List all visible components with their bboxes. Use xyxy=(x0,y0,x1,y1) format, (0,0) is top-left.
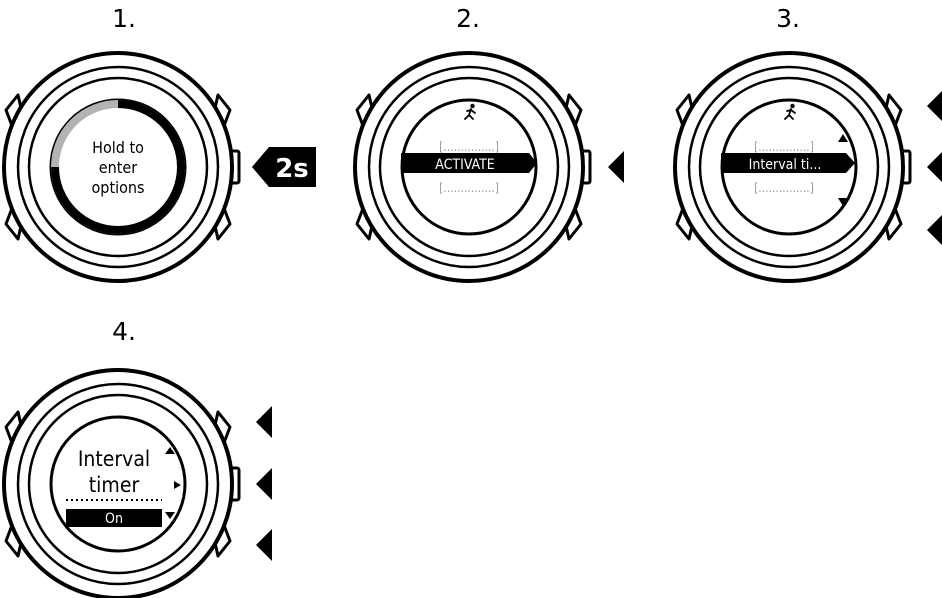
watch-step-1: Hold to enter options xyxy=(2,51,241,283)
menu-selection-bar xyxy=(401,153,537,173)
setting-title-line-2: timer xyxy=(89,473,140,497)
triangle-down-icon xyxy=(165,512,175,519)
triangle-right-icon xyxy=(174,481,181,489)
placeholder-top: [...............] xyxy=(754,140,814,154)
watch-step-4: Interval timer On xyxy=(2,368,241,598)
screen-line-2: enter xyxy=(99,158,137,177)
menu-selection-bar xyxy=(721,153,855,173)
triangle-left-arrow-icon xyxy=(927,215,942,245)
triangle-left-arrow-icon xyxy=(256,406,272,438)
step-number: 3. xyxy=(776,4,800,33)
setting-value: On xyxy=(105,511,123,527)
step-4: 4. Interval timer On xyxy=(2,317,272,598)
selected-menu-item: Interval ti... xyxy=(749,157,822,173)
placeholder-bottom: [...............] xyxy=(754,181,814,195)
step-number: 4. xyxy=(112,317,136,346)
step-3: 3. [...............] Interval ti... [...… xyxy=(673,4,942,283)
watch-step-2: [...............] ACTIVATE [............… xyxy=(353,51,592,283)
triangle-left-arrow-icon xyxy=(252,147,316,187)
triangle-left-arrow-icon xyxy=(256,468,272,500)
triangle-up-icon xyxy=(165,447,175,454)
step-number: 2. xyxy=(456,4,480,33)
press-duration-badge: 2s xyxy=(252,147,316,187)
placeholder-top: [...............] xyxy=(439,140,499,154)
setting-value-bar xyxy=(66,509,162,527)
triangle-left-arrow-icon xyxy=(927,91,942,121)
triangle-left-arrow-icon xyxy=(256,529,272,561)
screen-line-3: options xyxy=(91,178,144,197)
screen-line-1: Hold to xyxy=(92,138,144,157)
placeholder-bottom: [...............] xyxy=(439,181,499,195)
step-2: 2. [...............] ACTIVATE [.........… xyxy=(353,4,624,283)
triangle-left-arrow-icon xyxy=(608,151,624,183)
selected-menu-item: ACTIVATE xyxy=(435,157,495,173)
watch-step-3: [...............] Interval ti... [......… xyxy=(673,51,912,283)
step-1: 1. Hold to enter options 2s xyxy=(2,4,316,283)
step-number: 1. xyxy=(112,4,136,33)
setting-title-line-1: Interval xyxy=(78,447,150,471)
hold-progress-fill xyxy=(51,100,185,234)
triangle-up-icon xyxy=(838,134,848,142)
triangle-left-arrow-icon xyxy=(927,152,942,182)
press-duration-label: 2s xyxy=(275,154,309,184)
triangle-down-icon xyxy=(838,198,848,206)
